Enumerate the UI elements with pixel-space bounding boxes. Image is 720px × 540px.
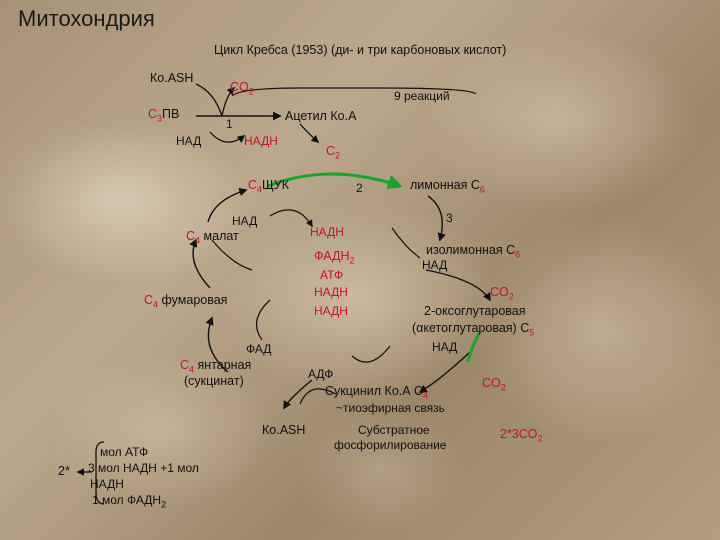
diagram-subtitle: Цикл Кребса (1953) (ди- и три карбоновых… [214,43,507,57]
arrow-succinyl-to-succinate [283,379,313,410]
label-isocitric: изолимонная C6 [426,243,521,260]
label-succinyl-coa: Сукцинил Ко.А C4 [325,384,429,401]
arrow-co2-release [466,331,482,363]
balance-line-nadh: 3 мол НАДН +1 мол [88,461,199,475]
label-atp: АТФ [320,268,344,282]
label-c2: C2 [326,144,341,161]
label-co2-mid: CO2 [490,285,514,302]
page-title: Митохондрия [18,6,155,31]
arrow-adp-atp [299,388,337,405]
arrow-fad-fadh [255,299,271,341]
arrow-acetyl-to-c2 [299,123,320,144]
label-acetyl-coa: Ацетил Ко.А [285,109,357,123]
label-nad-1: НАД [176,134,202,148]
arrow-isocitric-to-oxoglutarate [425,269,491,302]
bracket-9-reactions [231,87,477,97]
label-nadh-3: НАДН [314,285,348,299]
label-co2-low: CO2 [482,376,506,393]
arrow-condensation [267,172,403,190]
label-malate: C4 малат [186,229,239,246]
balance-line-atp: мол АТФ [100,445,149,459]
label-substrate: Субстратное [358,423,430,437]
label-oxoglutarate: 2-оксоглутаровая [424,304,526,318]
label-nadh-1: НАДН [244,134,278,148]
label-step-3: 3 [446,211,453,225]
arrow-malate-to-oaa [207,187,248,223]
label-step-1: 1 [226,117,233,131]
label-nadh-2: НАДН [310,225,344,239]
label-ketoglutarate: (αкетоглутаровая) C5 [412,321,535,338]
label-nadh-4: НАДН [314,304,348,318]
label-succinate: C4 янтарная [180,358,252,375]
arrow-citric-to-isocitric [427,195,446,242]
arrow-coash-in [195,83,223,117]
label-co2-total: 2*3CO2 [500,427,543,444]
arrow-water-in [211,239,253,271]
label-co2-top: CO2 [230,80,254,97]
arrow-oxoglutarate-to-succinyl [418,351,471,393]
balance-multiplier: 2* [58,464,70,478]
label-fad: ФАД [246,342,272,356]
label-oxaloacetate: C4ЩУК [248,178,289,195]
label-c3-pv: C3ПВ [148,107,180,124]
arrow-co2-out [221,86,236,117]
label-phosphorylation: фосфорилирование [334,438,447,452]
label-citric: лимонная C6 [410,178,485,195]
label-nine-reactions: 9 реакций [394,89,450,103]
label-adp: АДФ [308,367,334,381]
arrow-nad-nadh-malate [269,209,313,228]
balance-line-nadh2: НАДН [90,477,124,491]
label-fadh2: ФАДН2 [314,249,355,266]
arrow-isocitric-nad [391,227,421,259]
arrow-nad-nadh-1 [209,131,246,143]
balance-line-fadh2: 1 мол ФАДН2 [92,493,167,510]
label-thioester: ~тиоэфирная связь [336,401,445,415]
label-nad-4: НАД [432,340,458,354]
label-step-2: 2 [356,181,363,195]
arrow-fumarate-to-malate [189,238,211,289]
label-succinate-alt: (сукцинат) [184,374,244,388]
label-fumarate: C4 фумаровая [144,293,228,310]
label-nad-3: НАД [422,258,448,272]
arrow-nad-nadh-oxo [351,345,391,363]
balance-bracket [95,441,105,505]
label-nad-2: НАД [232,214,258,228]
arrow-succinate-to-fumarate [205,316,229,373]
label-coash-top: Ко.ASH [150,71,194,85]
label-coash-low: Ко.ASH [262,423,306,437]
